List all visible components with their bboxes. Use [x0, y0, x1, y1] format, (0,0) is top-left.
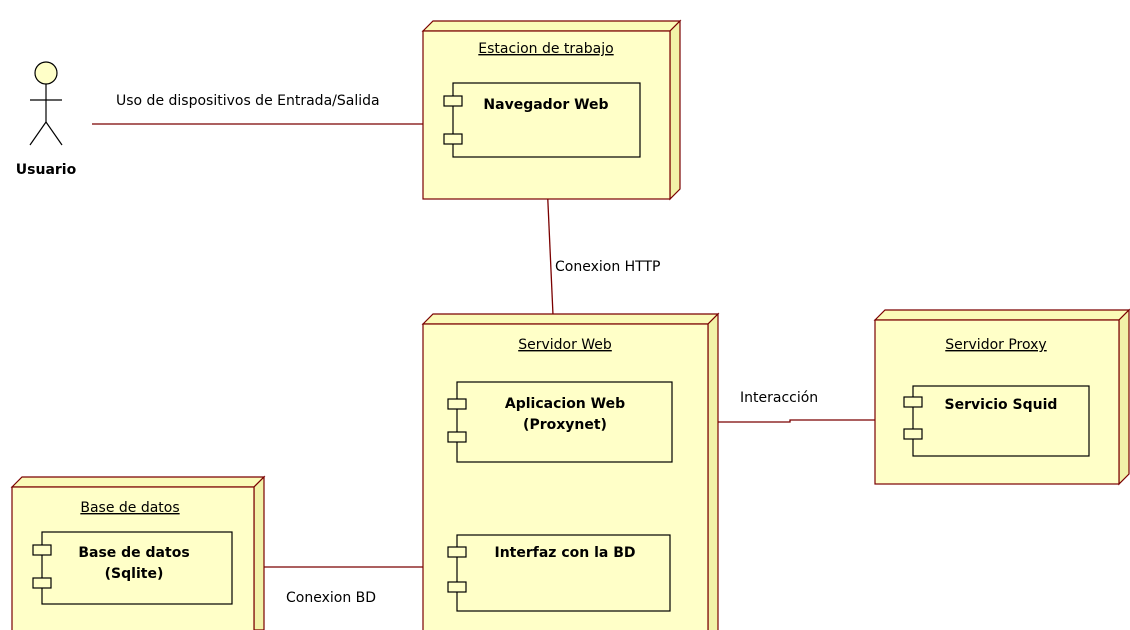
component-body [456, 381, 673, 463]
node-side [707, 312, 719, 630]
node-top [10, 476, 266, 488]
actor-label: Usuario [16, 162, 77, 178]
component-tab-icon [903, 428, 923, 440]
node-title: Base de datos [80, 500, 179, 516]
node-top [421, 20, 682, 32]
link-interaction [672, 419, 904, 423]
component-tab-icon [32, 577, 52, 589]
node-title: Estacion de trabajo [478, 41, 613, 57]
node-top [873, 309, 1130, 321]
component-label-line2: (Sqlite) [105, 566, 164, 582]
component-body [456, 534, 671, 612]
component-tab-icon [447, 546, 467, 558]
component-tab-icon [903, 396, 923, 408]
component-aplicacion-web[interactable]: Aplicacion Web (Proxynet) [447, 381, 673, 463]
node-top [421, 313, 720, 325]
component-label: Interfaz con la BD [495, 545, 636, 561]
link-label-db: Conexion BD [286, 590, 376, 606]
actor-usuario[interactable]: Usuario [16, 61, 77, 178]
component-label-line2: (Proxynet) [523, 417, 607, 433]
component-interfaz-bd[interactable]: Interfaz con la BD [447, 534, 671, 612]
component-label-line1: Aplicacion Web [505, 396, 625, 412]
component-body [912, 385, 1090, 457]
link-label-user-browser: Uso de dispositivos de Entrada/Salida [116, 93, 380, 109]
actor-head-icon [34, 61, 58, 85]
component-tab-icon [443, 133, 463, 145]
node-side [253, 475, 265, 630]
component-label-line1: Base de datos [78, 545, 189, 561]
node-title: Servidor Web [518, 337, 612, 353]
component-tab-icon [32, 544, 52, 556]
link-label-interaction: Interacción [740, 390, 818, 406]
component-label: Navegador Web [483, 97, 608, 113]
component-tab-icon [447, 581, 467, 593]
component-label: Servicio Squid [945, 397, 1058, 413]
actor-leg-left [29, 121, 47, 146]
node-title: Servidor Proxy [945, 337, 1046, 353]
component-body [41, 531, 233, 605]
node-side [669, 19, 681, 201]
component-base-de-datos-sqlite[interactable]: Base de datos (Sqlite) [32, 531, 233, 605]
actor-leg-right [45, 121, 63, 146]
component-tab-icon [447, 398, 467, 410]
component-tab-icon [443, 95, 463, 107]
component-tab-icon [447, 431, 467, 443]
component-navegador-web[interactable]: Navegador Web [443, 82, 641, 158]
link-label-http: Conexion HTTP [555, 259, 660, 275]
component-servicio-squid[interactable]: Servicio Squid [903, 385, 1090, 457]
node-side [1118, 308, 1130, 486]
component-body [452, 82, 641, 158]
